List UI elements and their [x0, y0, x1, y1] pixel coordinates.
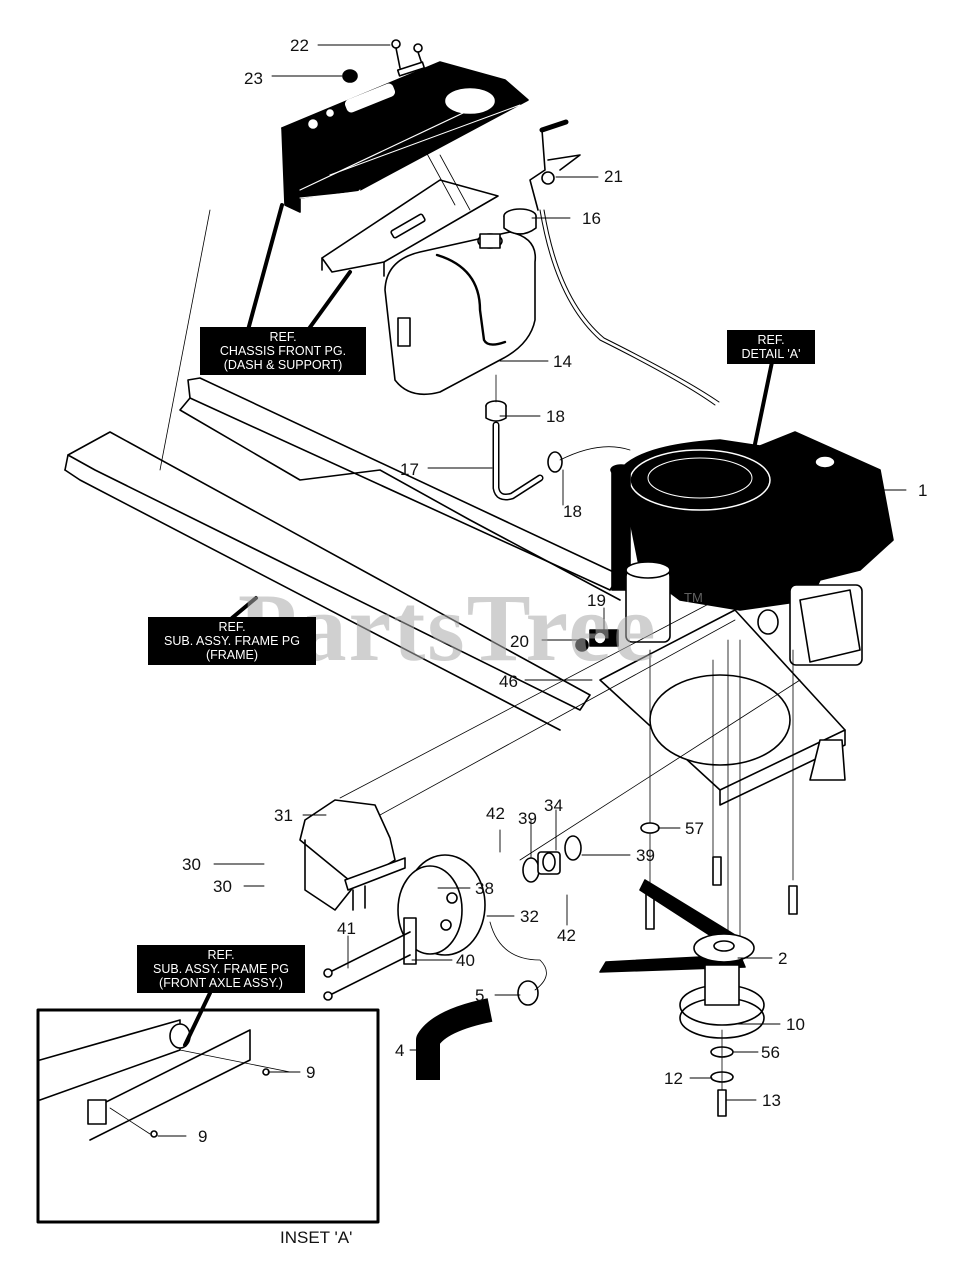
callout-40[interactable]: 40 [456, 951, 475, 970]
engine [610, 431, 894, 666]
callout-13[interactable]: 13 [762, 1091, 781, 1110]
inset-a [36, 1008, 380, 1224]
callout-16[interactable]: 16 [582, 209, 601, 228]
callout-5[interactable]: 5 [475, 986, 485, 1005]
screws [645, 856, 798, 930]
callout-42-bottom[interactable]: 42 [557, 926, 576, 945]
clamp-5 [489, 921, 547, 1006]
ref-box-front-axle[interactable]: REF. SUB. ASSY. FRAME PG (FRONT AXLE ASS… [137, 945, 305, 993]
fuel-tank [384, 231, 537, 396]
engine-mount-plate [599, 609, 846, 806]
callout-10[interactable]: 10 [786, 1015, 805, 1034]
callout-22[interactable]: 22 [290, 36, 309, 55]
callout-42-top[interactable]: 42 [486, 804, 505, 823]
callout-12[interactable]: 12 [664, 1069, 683, 1088]
callout-9-lower[interactable]: 9 [198, 1127, 208, 1146]
callout-32[interactable]: 32 [520, 907, 539, 926]
callout-31[interactable]: 31 [274, 806, 293, 825]
callout-41[interactable]: 41 [337, 919, 356, 938]
bolts-41 [323, 931, 411, 1001]
inset-caption: INSET 'A' [280, 1228, 353, 1247]
callout-57[interactable]: 57 [685, 819, 704, 838]
watermark-trademark: TM [684, 590, 703, 605]
callout-14[interactable]: 14 [553, 352, 572, 371]
callout-21[interactable]: 21 [604, 167, 623, 186]
heat-shield-31 [299, 799, 406, 911]
hose-4 [416, 998, 493, 1080]
dash-support [321, 149, 499, 277]
ref-box-frame[interactable]: REF. SUB. ASSY. FRAME PG (FRAME) [148, 617, 316, 665]
exhaust-gaskets [522, 835, 582, 883]
callout-23[interactable]: 23 [244, 69, 263, 88]
plug-23 [342, 69, 358, 83]
callout-56[interactable]: 56 [761, 1043, 780, 1062]
callout-2[interactable]: 2 [778, 949, 788, 968]
callout-18-top[interactable]: 18 [546, 407, 565, 426]
dash-cover [281, 61, 529, 213]
callout-39-top[interactable]: 39 [518, 809, 537, 828]
callout-17[interactable]: 17 [400, 460, 419, 479]
callout-46[interactable]: 46 [499, 672, 518, 691]
callout-34[interactable]: 34 [544, 796, 563, 815]
throttle-control [529, 119, 720, 406]
pulley-2 [693, 933, 755, 963]
ref-box-detail-a[interactable]: REF. DETAIL 'A' [727, 330, 815, 364]
callout-38[interactable]: 38 [475, 879, 494, 898]
clamp-18-side [547, 446, 631, 473]
fuel-line-17 [492, 421, 544, 501]
callout-4[interactable]: 4 [395, 1041, 405, 1060]
callout-39-right[interactable]: 39 [636, 846, 655, 865]
callout-1[interactable]: 1 [918, 481, 928, 500]
pulley-10 [679, 964, 765, 1039]
callout-18-side[interactable]: 18 [563, 502, 582, 521]
fitting-19-20 [575, 629, 619, 652]
screw-22 [391, 39, 426, 77]
clamp-40 [403, 917, 417, 965]
callout-30-bottom[interactable]: 30 [213, 877, 232, 896]
callout-19[interactable]: 19 [587, 591, 606, 610]
callout-20[interactable]: 20 [510, 632, 529, 651]
ref-box-chassis-front[interactable]: REF. CHASSIS FRONT PG. (DASH & SUPPORT) [200, 327, 366, 375]
fuel-cap [503, 208, 537, 235]
callout-30-top[interactable]: 30 [182, 855, 201, 874]
clamp-18-top [485, 400, 507, 422]
callout-9-upper[interactable]: 9 [306, 1063, 316, 1082]
